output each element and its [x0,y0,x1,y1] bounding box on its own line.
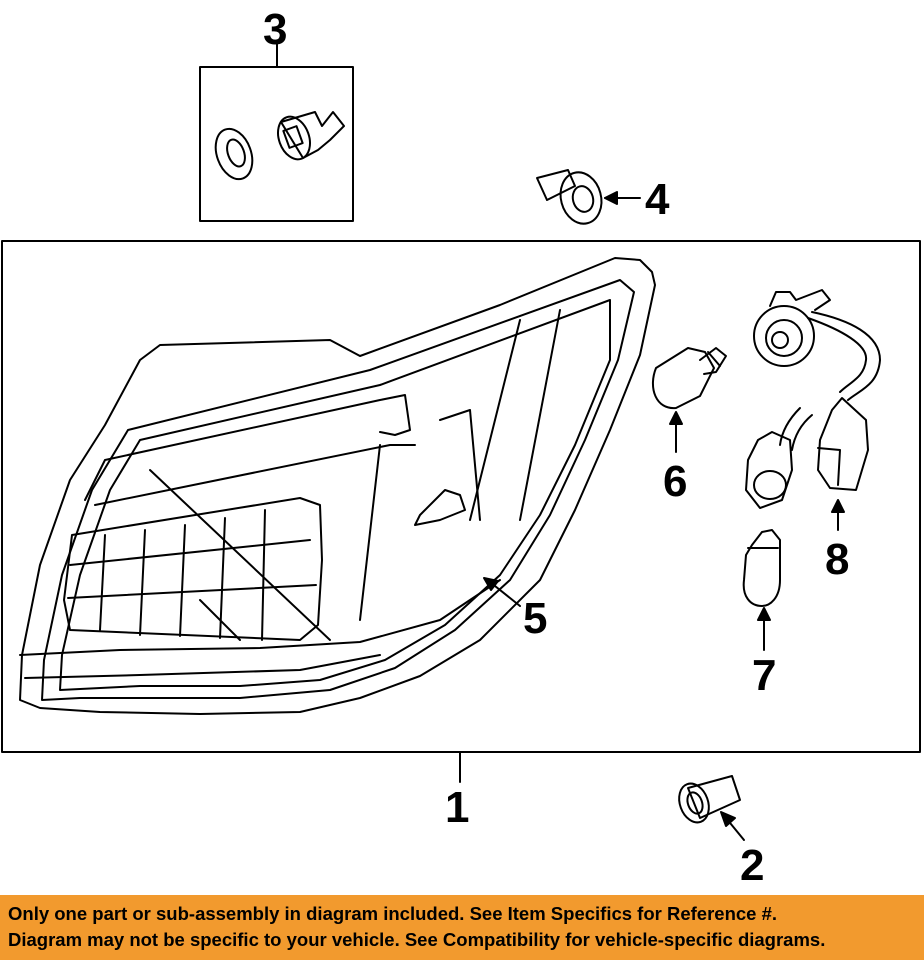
item-4-grommet [536,169,641,225]
disclaimer-line-1: Only one part or sub-assembly in diagram… [8,903,778,924]
callout-2: 2 [740,841,764,890]
disclaimer-line-2: Diagram may not be specific to your vehi… [8,929,826,950]
callout-1: 1 [445,783,469,832]
item-1-tail-lamp-assembly-frame [1,240,921,783]
item-8-socket-harness [745,289,881,531]
callout-8: 8 [825,535,849,584]
item-5-lens-leader [483,577,521,607]
item-6-bulb [651,347,727,453]
callout-5: 5 [523,594,547,643]
callout-3: 3 [263,5,287,54]
disclaimer-banner: Only one part or sub-assembly in diagram… [0,895,924,960]
tail-lamp-housing [19,257,656,715]
callout-4: 4 [645,175,670,224]
callout-6: 6 [663,457,687,506]
tail-lamp-exploded-diagram: 3 4 5 6 8 7 1 2 [1,5,921,890]
item-2-grommet [678,775,745,841]
item-7-wedge-bulb [742,529,781,651]
item-3-grommet-set [199,43,354,222]
callout-7: 7 [752,651,776,700]
